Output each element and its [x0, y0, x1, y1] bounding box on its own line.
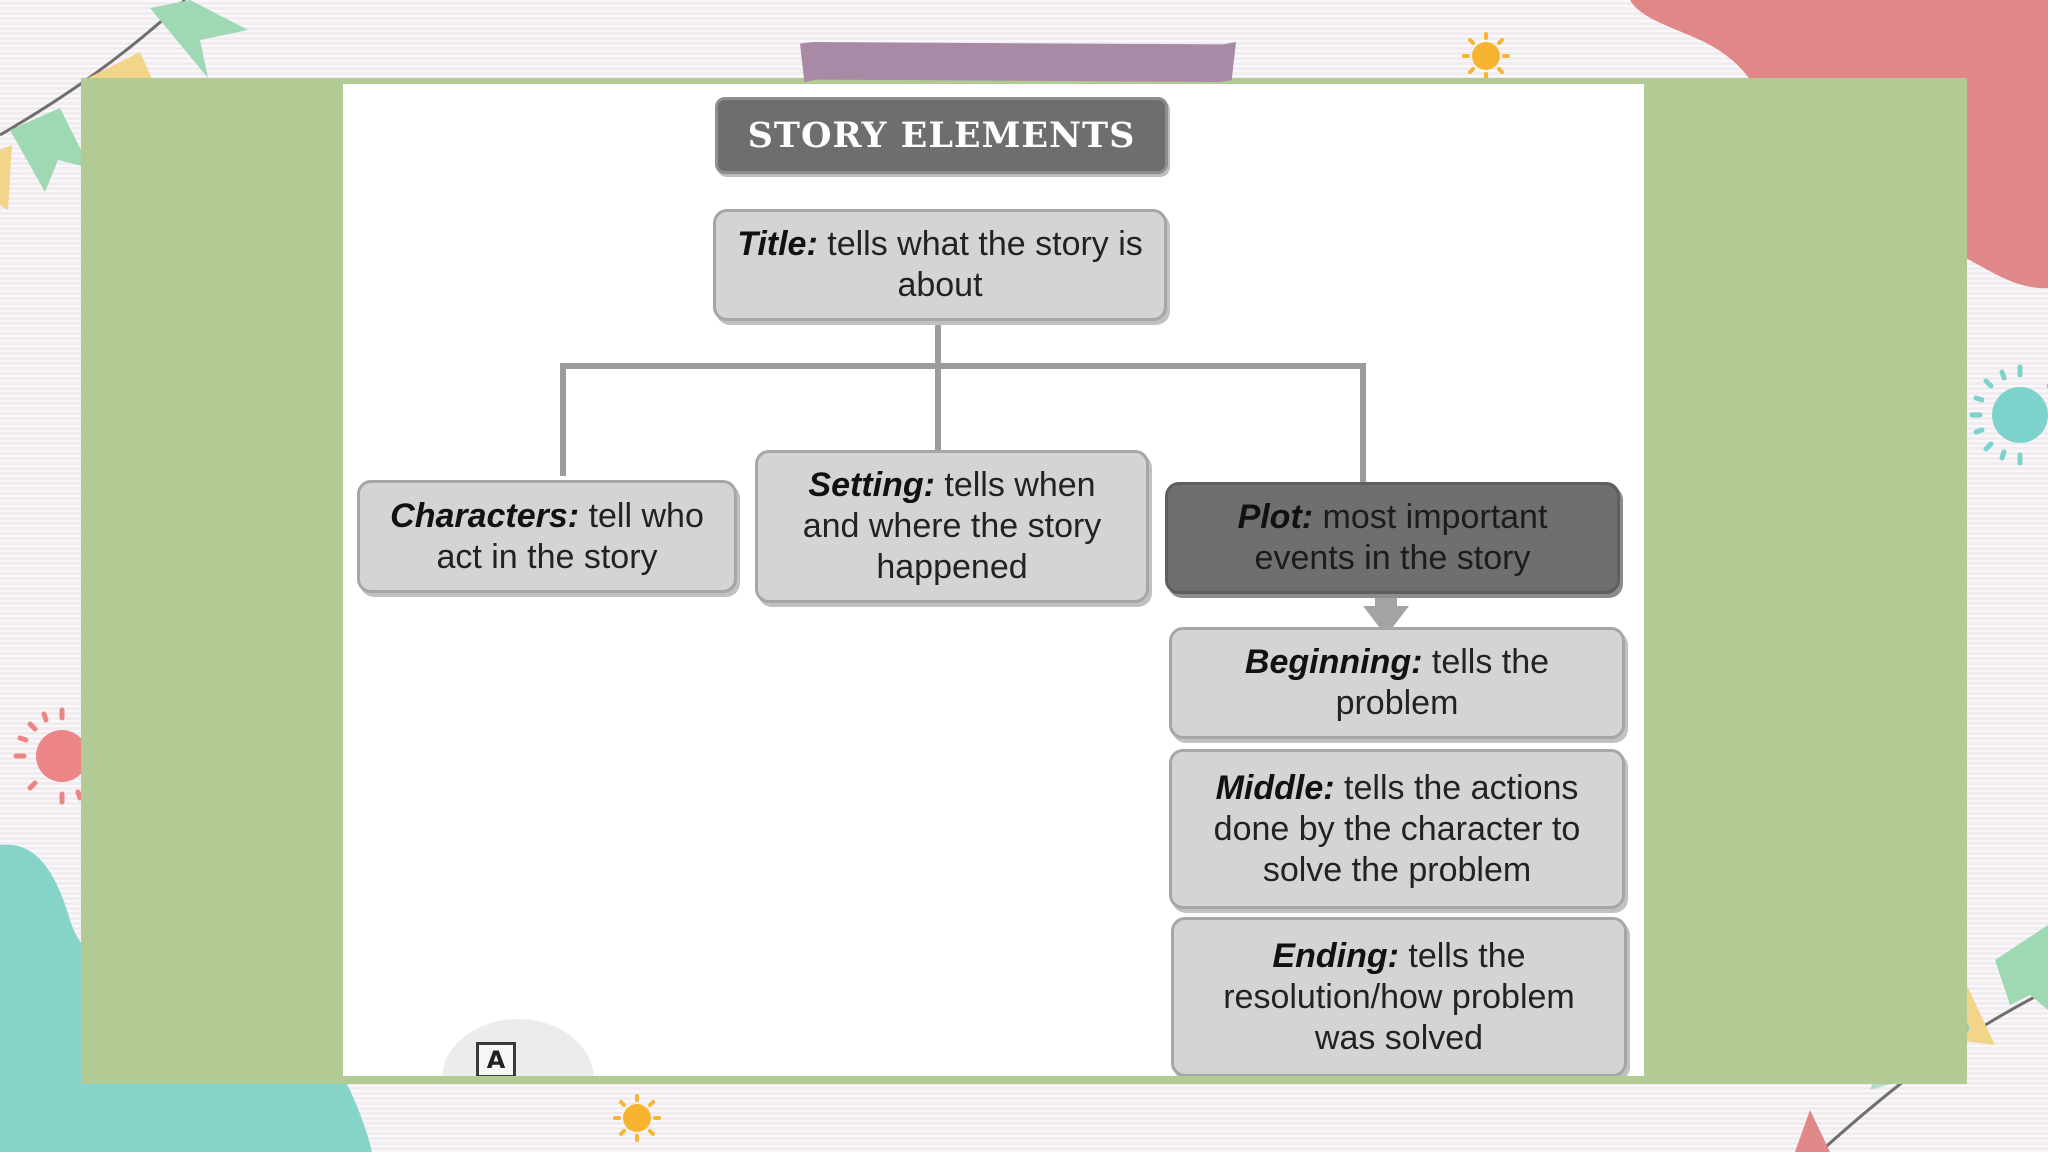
node-characters-term: Characters:	[390, 496, 580, 535]
node-ending-text: Ending: tells the resolution/how problem…	[1208, 936, 1590, 1059]
diagram-connectors	[560, 318, 1409, 636]
node-plot: Plot: most important events in the story	[1165, 482, 1620, 594]
node-setting: Setting: tells when and where the story …	[755, 450, 1149, 603]
node-title-term: Title:	[737, 225, 818, 263]
node-ending: Ending: tells the resolution/how problem…	[1171, 917, 1627, 1076]
diagram-slide: STORY ELEMENTS Title: tells what the sto…	[343, 84, 1644, 1076]
node-characters-description: tell who act in the story	[436, 496, 704, 576]
node-middle-description: tells the actions done by the character …	[1213, 768, 1581, 889]
document-icon: A	[476, 1042, 516, 1076]
node-beginning: Beginning: tells the problem	[1169, 627, 1625, 739]
node-beginning-term: Beginning:	[1244, 643, 1423, 681]
node-ending-description: tells the resolution/how problem was sol…	[1223, 936, 1575, 1057]
node-title-text: Title: tells what the story is about	[734, 224, 1146, 306]
node-plot-description: most important events in the story	[1254, 498, 1548, 577]
node-ending-term: Ending:	[1272, 936, 1399, 975]
node-plot-term: Plot:	[1237, 498, 1314, 536]
node-setting-description: tells when and where the story happened	[802, 466, 1102, 586]
node-beginning-description: tells the problem	[1335, 643, 1550, 722]
node-title-description: tells what the story is about	[817, 225, 1143, 304]
yellow-sun-bottom	[613, 1094, 661, 1142]
node-title: Title: tells what the story is about	[713, 209, 1167, 321]
node-characters-text: Characters: tell who act in the story	[378, 496, 716, 578]
diagram-heading: STORY ELEMENTS	[715, 97, 1168, 174]
node-setting-term: Setting:	[808, 466, 935, 504]
edge-title-characters	[560, 318, 941, 476]
node-setting-text: Setting: tells when and where the story …	[786, 465, 1118, 588]
node-middle-text: Middle: tells the actions done by the ch…	[1198, 768, 1596, 891]
washi-tape	[800, 42, 1236, 82]
node-beginning-text: Beginning: tells the problem	[1222, 642, 1572, 724]
teal-sun-right	[1969, 364, 2048, 466]
edge-title-plot	[938, 363, 1366, 482]
yellow-sun-top	[1462, 32, 1510, 80]
node-middle: Middle: tells the actions done by the ch…	[1169, 749, 1625, 909]
node-middle-term: Middle:	[1215, 768, 1335, 807]
node-plot-text: Plot: most important events in the story	[1218, 497, 1567, 579]
node-characters: Characters: tell who act in the story	[357, 480, 737, 593]
